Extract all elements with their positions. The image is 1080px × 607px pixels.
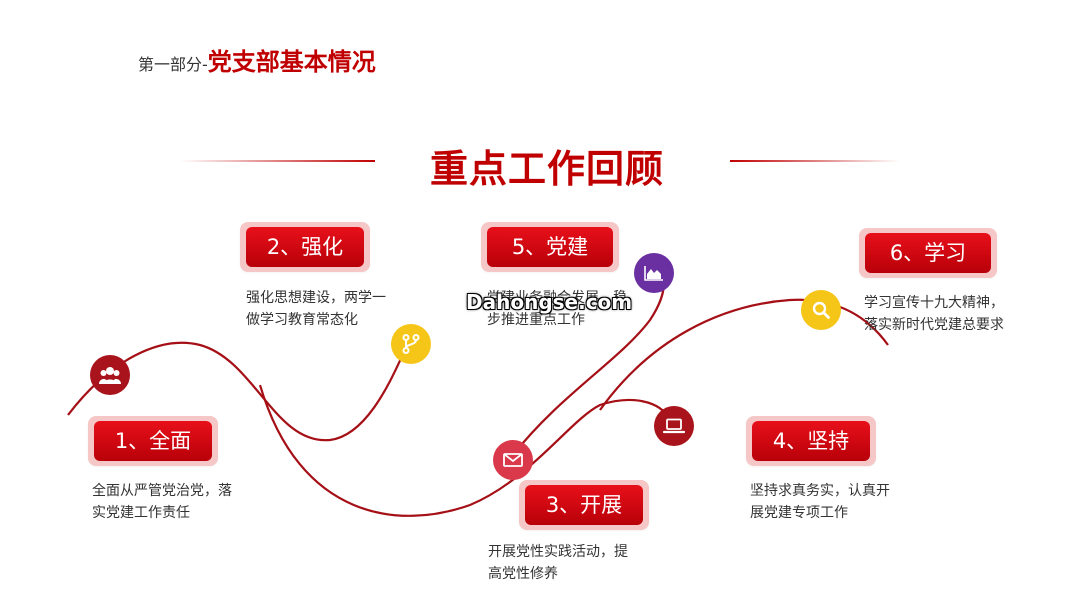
- item-3-desc-line: 高党性修养: [488, 566, 558, 582]
- item-5-label-text: 5、党建: [487, 227, 613, 267]
- section-header: 第一部分-党支部基本情况: [138, 42, 376, 77]
- item-5-desc-line: 党建业务融合发展，稳: [487, 290, 627, 306]
- chart-icon: [634, 253, 674, 293]
- curve-right: [599, 298, 889, 411]
- laptop-icon: [654, 406, 694, 446]
- item-2-desc: 强化思想建设，两学一 做学习教育常态化: [246, 287, 446, 331]
- item-4-desc: 坚持求真务实，认真开 展党建专项工作: [750, 480, 950, 524]
- users-icon: [90, 355, 130, 395]
- item-1-label: 1、全面: [88, 416, 218, 466]
- curve-main: [67, 341, 406, 442]
- item-3-label: 3、开展: [519, 480, 649, 530]
- curve-lower: [258, 384, 671, 517]
- title-divider-right: [730, 160, 900, 162]
- item-1-label-text: 1、全面: [94, 421, 212, 461]
- item-6-label: 6、学习: [859, 228, 997, 278]
- item-6-desc: 学习宣传十九大精神， 落实新时代党建总要求: [864, 292, 1064, 336]
- section-prefix: 第一部分-: [138, 55, 208, 74]
- section-title: 党支部基本情况: [207, 48, 376, 76]
- page-title: 重点工作回顾: [430, 147, 665, 191]
- title-divider-left: [180, 160, 375, 162]
- item-3-desc: 开展党性实践活动，提 高党性修养: [488, 541, 688, 585]
- item-4-label: 4、坚持: [746, 416, 876, 466]
- item-4-label-text: 4、坚持: [752, 421, 870, 461]
- mail-icon: [493, 440, 533, 480]
- item-6-desc-line: 学习宣传十九大精神，: [864, 295, 1004, 311]
- item-6-label-text: 6、学习: [865, 233, 991, 273]
- item-1-desc-line: 全面从严管党治党，落: [92, 483, 232, 499]
- item-4-desc-line: 展党建专项工作: [750, 505, 848, 521]
- item-4-desc-line: 坚持求真务实，认真开: [750, 483, 890, 499]
- item-5-label: 5、党建: [481, 222, 619, 272]
- item-5-desc-line: 步推进重点工作: [487, 312, 585, 328]
- watermark-text: Dahongse.com: [466, 290, 633, 314]
- item-1-desc: 全面从严管党治党，落 实党建工作责任: [92, 480, 292, 524]
- item-2-desc-line: 做学习教育常态化: [246, 312, 358, 328]
- branch-icon: [391, 324, 431, 364]
- item-3-label-text: 3、开展: [525, 485, 643, 525]
- item-2-label-text: 2、强化: [246, 227, 364, 267]
- search-icon: [801, 290, 841, 330]
- item-1-desc-line: 实党建工作责任: [92, 505, 190, 521]
- item-2-label: 2、强化: [240, 222, 370, 272]
- item-6-desc-line: 落实新时代党建总要求: [864, 317, 1004, 333]
- item-5-desc: 党建业务融合发展，稳 步推进重点工作: [487, 287, 687, 331]
- item-2-desc-line: 强化思想建设，两学一: [246, 290, 386, 306]
- item-3-desc-line: 开展党性实践活动，提: [488, 544, 628, 560]
